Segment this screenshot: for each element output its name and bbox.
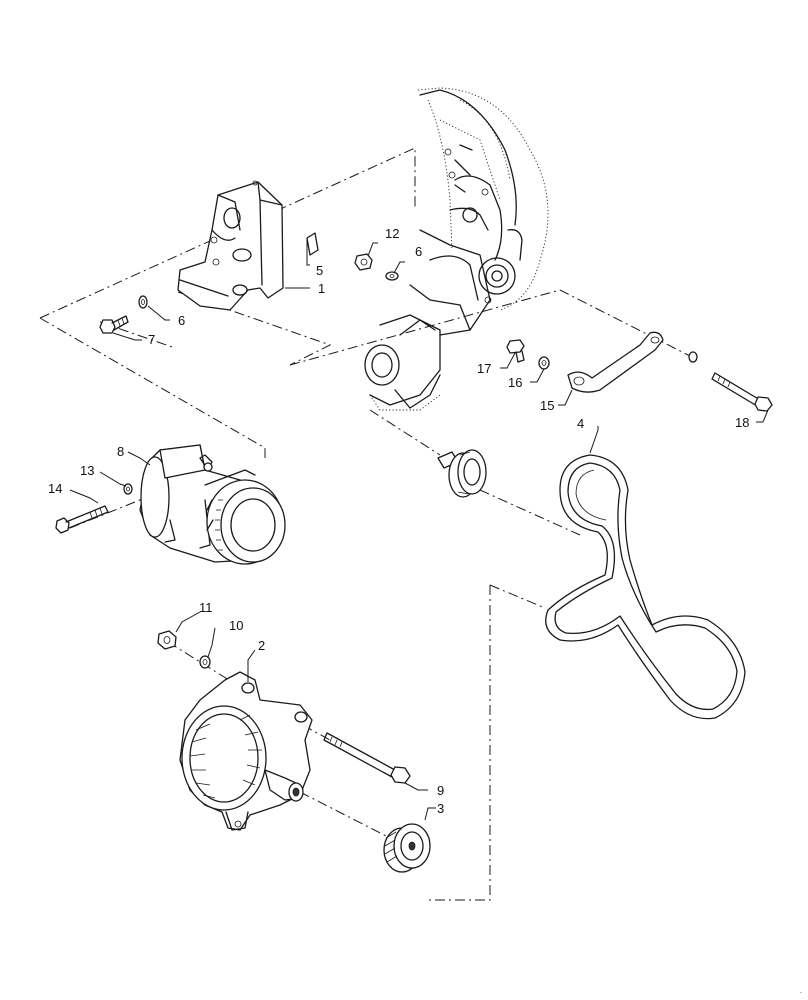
callout-5: 5 bbox=[316, 263, 323, 278]
nut-item-11 bbox=[157, 630, 177, 650]
callout-7: 7 bbox=[148, 332, 155, 347]
callout-11: 11 bbox=[199, 600, 213, 615]
callout-13: 13 bbox=[80, 463, 94, 478]
callout-9: 9 bbox=[437, 783, 444, 798]
engine-front-housing bbox=[364, 87, 549, 411]
bolt-item-17 bbox=[506, 339, 525, 363]
callout-17: 17 bbox=[477, 361, 491, 376]
nut-item-12 bbox=[354, 253, 373, 271]
washer-item-6-left bbox=[138, 295, 148, 309]
callout-8: 8 bbox=[117, 444, 124, 459]
leader-lines bbox=[69, 238, 769, 821]
bolt-item-7 bbox=[99, 315, 129, 334]
callout-12: 12 bbox=[385, 226, 399, 241]
callout-18: 18 bbox=[735, 415, 749, 430]
compressor-mounting-bracket bbox=[177, 180, 284, 311]
support-bracket-item-15 bbox=[567, 331, 664, 393]
alternator bbox=[179, 671, 313, 831]
callout-10: 10 bbox=[229, 618, 243, 633]
callout-15: 15 bbox=[540, 398, 554, 413]
callout-1: 1 bbox=[318, 281, 325, 296]
bolt-item-14 bbox=[55, 505, 109, 534]
washer-item-13 bbox=[123, 483, 133, 495]
callout-4: 4 bbox=[577, 416, 584, 431]
serpentine-drive-belt bbox=[545, 454, 746, 720]
washer-item-18-washer bbox=[688, 351, 698, 363]
ac-compressor bbox=[139, 444, 286, 565]
corner-mark: ` bbox=[800, 993, 802, 999]
callout-14: 14 bbox=[48, 481, 62, 496]
callout-6-left: 6 bbox=[178, 313, 185, 328]
washer-item-16 bbox=[538, 356, 550, 370]
idler-pulley bbox=[437, 449, 487, 498]
alternator-pulley-item-3 bbox=[383, 823, 431, 873]
bolt-item-18 bbox=[711, 372, 773, 412]
long-bolt-item-9 bbox=[323, 732, 411, 784]
callout-numbers: 1 5 6 7 12 6 17 16 15 18 4 8 13 14 11 10… bbox=[48, 226, 749, 816]
callout-2: 2 bbox=[258, 638, 265, 653]
washer-item-6-right bbox=[385, 271, 399, 281]
callout-16: 16 bbox=[508, 375, 522, 390]
pin-item-5 bbox=[306, 232, 319, 256]
callout-3: 3 bbox=[437, 801, 444, 816]
callout-6-right: 6 bbox=[415, 244, 422, 259]
washer-item-10 bbox=[199, 655, 211, 669]
